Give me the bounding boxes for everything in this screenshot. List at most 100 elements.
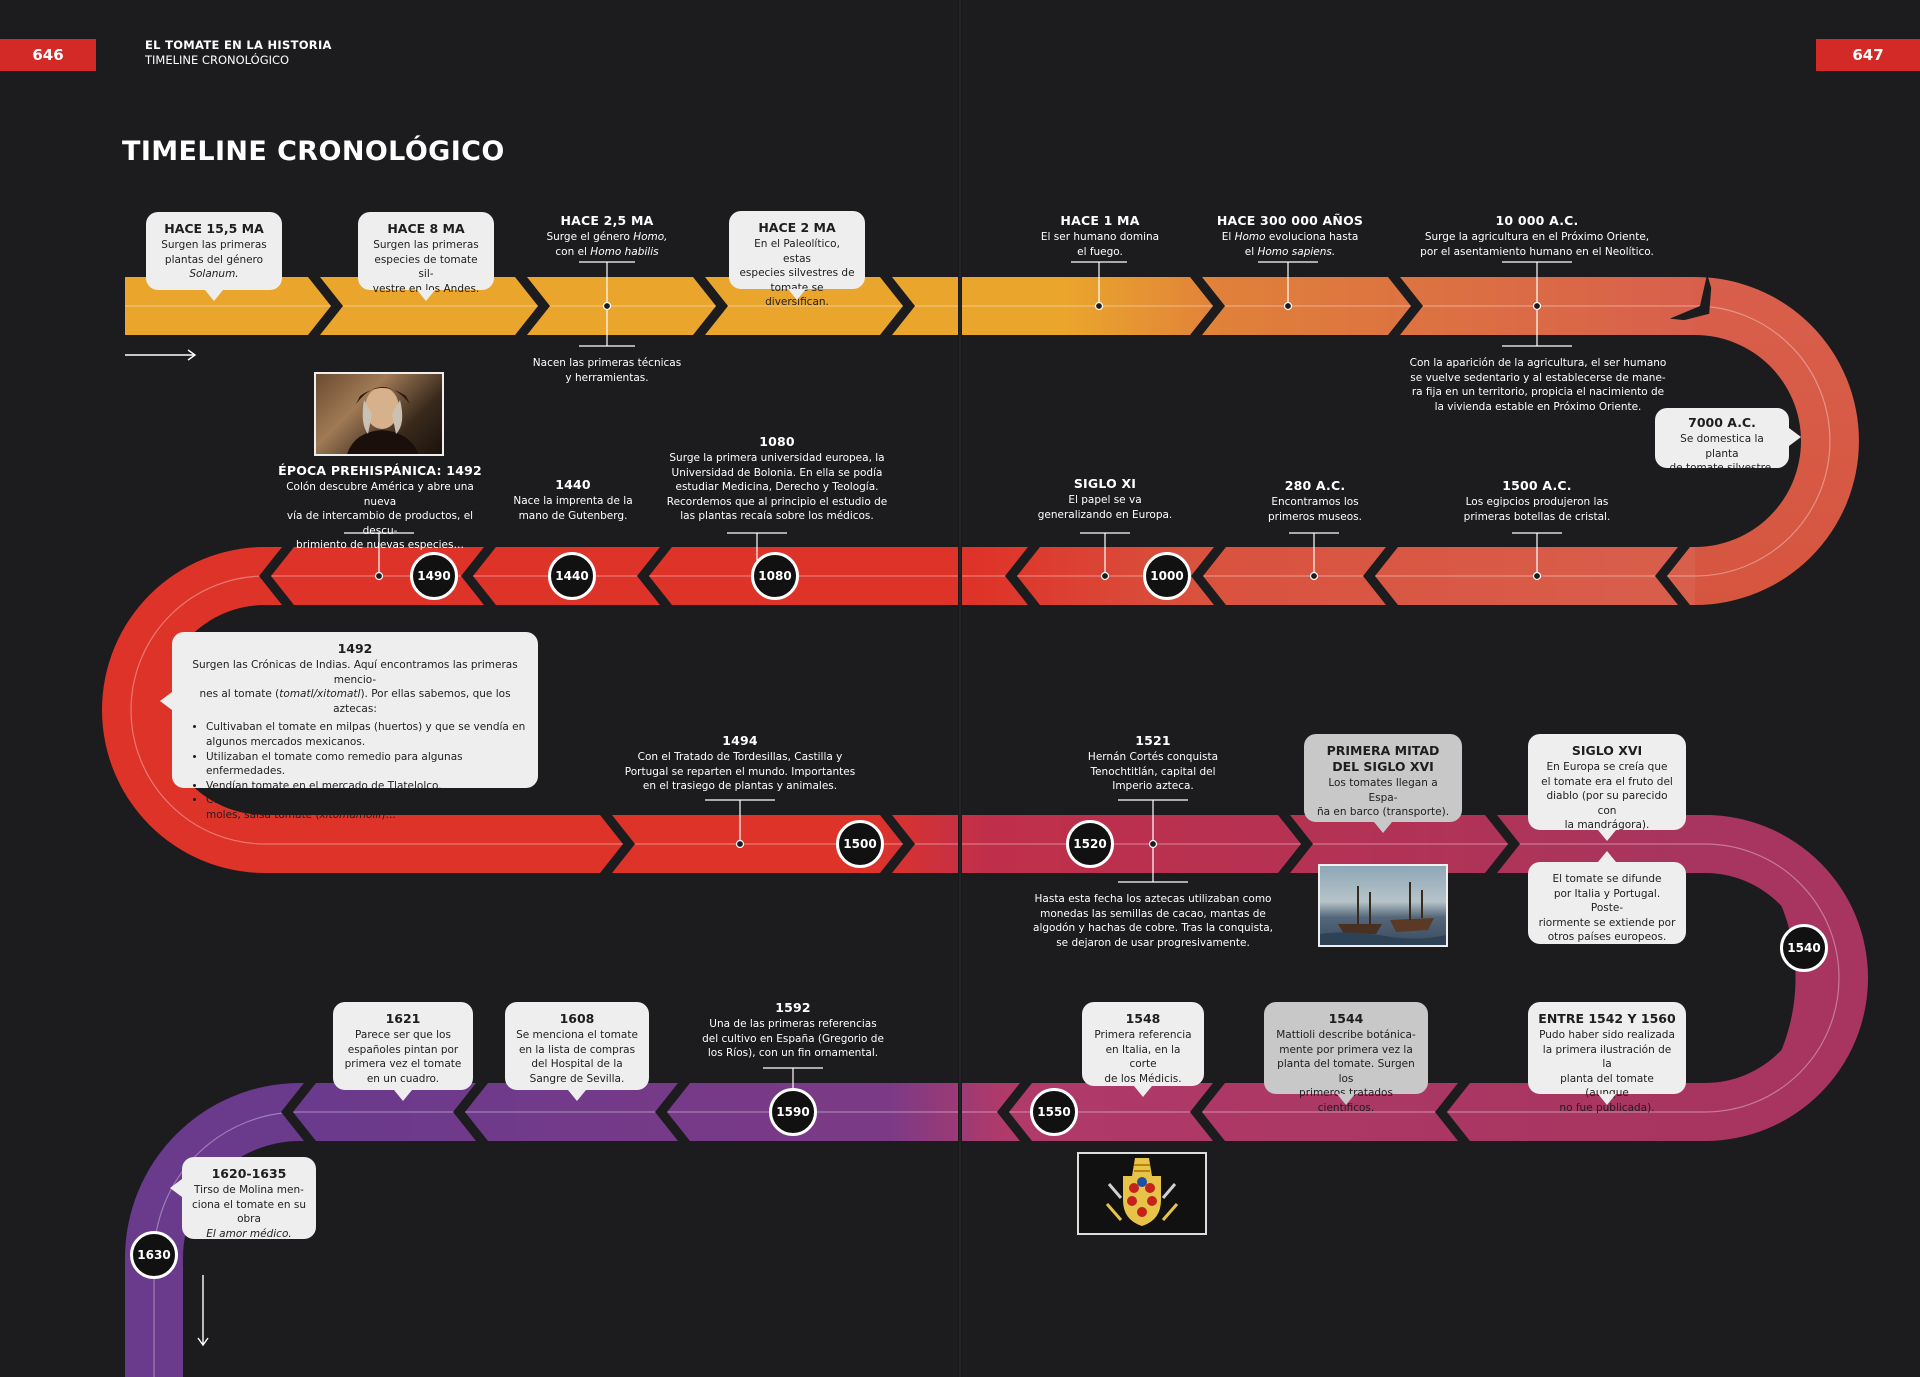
event-text: Consumían el tomate principalmente en el…	[206, 794, 498, 821]
event-10000ac: 10 000 A.C. Surge la agricultura en el P…	[1407, 213, 1667, 259]
event-text: Tirso de Molina men- ciona el tomate en …	[192, 1184, 306, 1226]
subsection-title: TIMELINE CRONOLÓGICO	[145, 53, 290, 67]
event-title: 1494	[722, 733, 758, 748]
event-title: 280 A.C.	[1284, 478, 1346, 493]
event-title: SIGLO XVI	[1571, 743, 1643, 758]
event-card-7000ac: 7000 A.C. Se domestica la planta de toma…	[1655, 408, 1801, 474]
aztec-facts-list: Cultivaban el tomate en milpas (huertos)…	[184, 720, 526, 822]
event-text: )…	[381, 808, 396, 821]
event-text: Colón descubre América y abre una nueva …	[286, 481, 474, 552]
card-pointer	[1598, 851, 1616, 862]
event-siglo-xi: SIGLO XI El papel se va generalizando en…	[1030, 476, 1180, 522]
event-title: HACE 15,5 MA	[164, 221, 264, 236]
event-text-em: Solanum.	[189, 268, 239, 281]
event-text: ). Por ellas sabemos, que los aztecas:	[333, 688, 511, 715]
list-item: Consumían el tomate principalmente en el…	[206, 793, 526, 822]
card-pointer	[205, 290, 223, 301]
event-card-8ma: HACE 8 MA Surgen las primeras especies d…	[358, 212, 494, 301]
event-text: Mattioli describe botánica- mente por pr…	[1276, 1029, 1416, 1114]
event-2-5ma: HACE 2,5 MA Surge el género Homo, con el…	[527, 213, 687, 259]
event-text: Surgen las Crónicas de Indias. Aquí enco…	[192, 659, 518, 686]
card-pointer	[394, 1090, 412, 1101]
event-2-5ma-note: Nacen las primeras técnicas y herramient…	[532, 357, 682, 384]
event-title: 1521	[1135, 733, 1171, 748]
card-pointer	[1134, 1086, 1152, 1097]
event-text: Parece ser que los españoles pintan por …	[344, 1029, 462, 1085]
card-pointer	[170, 1179, 182, 1197]
event-card-primera-mitad: PRIMERA MITAD DEL SIGLO XVI Los tomates …	[1304, 734, 1462, 833]
page-number-left: 646	[0, 39, 96, 71]
event-text: Se domestica la planta de tomate silvest…	[1669, 433, 1775, 475]
card-pointer	[1374, 822, 1392, 833]
section-title: EL TOMATE EN LA HISTORIA	[145, 38, 332, 52]
event-title: 1548	[1125, 1011, 1161, 1026]
year-badge-1500: 1500	[836, 820, 884, 868]
arrow-right-icon	[125, 349, 197, 361]
event-text: Surge la primera universidad europea, la…	[666, 452, 888, 523]
event-text: El	[1221, 231, 1235, 243]
event-title: ÉPOCA PREHISPÁNICA: 1492	[278, 463, 482, 478]
event-text: En el Paleolítico, estas especies silves…	[739, 238, 855, 309]
event-1ma: HACE 1 MA El ser humano domina el fuego.	[1020, 213, 1180, 259]
medici-papal-coat-of-arms	[1077, 1152, 1207, 1235]
event-text: Los egipcios produjeron las primeras bot…	[1463, 496, 1611, 523]
year-badge-1550: 1550	[1030, 1088, 1078, 1136]
event-title: 1440	[555, 477, 591, 492]
event-300000: HACE 300 000 AÑOS El Homo evoluciona has…	[1200, 213, 1380, 259]
event-text: Una de las primeras referencias del cult…	[702, 1018, 884, 1060]
event-card-siglo-xvi-difusion: El tomate se difunde por Italia y Portug…	[1528, 851, 1686, 944]
running-header: EL TOMATE EN LA HISTORIA TIMELINE CRONOL…	[145, 38, 332, 68]
event-card-15-5ma: HACE 15,5 MA Surgen las primeras plantas…	[146, 212, 282, 301]
event-title: 1608	[559, 1011, 595, 1026]
event-1440: 1440 Nace la imprenta de la mano de Gute…	[500, 477, 646, 523]
card-pointer	[417, 290, 435, 301]
year-badge-1440: 1440	[548, 552, 596, 600]
event-text: Hernán Cortés conquista Tenochtitlán, ca…	[1087, 751, 1219, 793]
event-text: Surgen las primeras plantas del género	[161, 239, 267, 266]
event-text-em: Homo habilis	[590, 245, 659, 258]
card-pointer	[160, 692, 172, 710]
event-title: 1620-1635	[211, 1166, 287, 1181]
event-text-em: xitomamolli	[319, 808, 382, 821]
event-title: 10 000 A.C.	[1495, 213, 1579, 228]
event-prehispanica: ÉPOCA PREHISPÁNICA: 1492 Colón descubre …	[272, 463, 488, 553]
event-text: Los tomates llegan a Espa- ña en barco (…	[1316, 777, 1450, 819]
card-pointer	[788, 289, 806, 300]
card-pointer	[568, 1090, 586, 1101]
event-title: HACE 2,5 MA	[560, 213, 654, 228]
portrait-icon	[347, 387, 419, 454]
event-text: El ser humano domina el fuego.	[1040, 231, 1160, 258]
event-text: Surge el género	[546, 231, 634, 243]
event-card-siglo-xvi: SIGLO XVI En Europa se creía que el toma…	[1528, 734, 1686, 841]
event-10000ac-note: Con la aparición de la agricultura, el s…	[1409, 357, 1667, 413]
year-badge-1000: 1000	[1143, 552, 1191, 600]
event-title: HACE 300 000 AÑOS	[1216, 213, 1364, 228]
event-title: ENTRE 1542 Y 1560	[1538, 1011, 1676, 1026]
year-badge-1520: 1520	[1066, 820, 1114, 868]
year-badge-1590: 1590	[769, 1088, 817, 1136]
event-1500ac: 1500 A.C. Los egipcios produjeron las pr…	[1452, 478, 1622, 524]
year-badge-1630: 1630	[130, 1231, 178, 1279]
list-item: Vendían tomate en el mercado de Tlatelol…	[206, 779, 526, 794]
event-text: Se menciona el tomate en la lista de com…	[516, 1029, 638, 1085]
event-text: Surge la agricultura en el Próximo Orien…	[1420, 231, 1654, 258]
event-text: con el	[555, 245, 591, 258]
event-card-1544: 1544 Mattioli describe botánica- mente p…	[1264, 1002, 1428, 1114]
page-number-right: 647	[1816, 39, 1920, 71]
event-text: Nace la imprenta de la mano de Gutenberg…	[513, 495, 633, 522]
card-pointer	[1337, 1094, 1355, 1105]
event-280ac: 280 A.C. Encontramos los primeros museos…	[1250, 478, 1380, 524]
event-text: el	[1244, 245, 1258, 258]
event-1494: 1494 Con el Tratado de Tordesillas, Cast…	[622, 733, 858, 794]
event-text: Con el Tratado de Tordesillas, Castilla …	[624, 751, 856, 793]
event-card-2ma: HACE 2 MA En el Paleolítico, estas espec…	[729, 211, 865, 308]
year-badge-1080: 1080	[751, 552, 799, 600]
event-text: Surgen las primeras especies de tomate s…	[372, 239, 480, 295]
list-item: Utilizaban el tomate como remedio para a…	[206, 750, 526, 779]
event-title: HACE 8 MA	[387, 221, 465, 236]
year-badge-1540: 1540	[1780, 924, 1828, 972]
list-item: Cultivaban el tomate en milpas (huertos)…	[206, 720, 526, 749]
event-text: El papel se va generalizando en Europa.	[1037, 494, 1173, 521]
event-1080: 1080 Surge la primera universidad europe…	[662, 434, 892, 524]
